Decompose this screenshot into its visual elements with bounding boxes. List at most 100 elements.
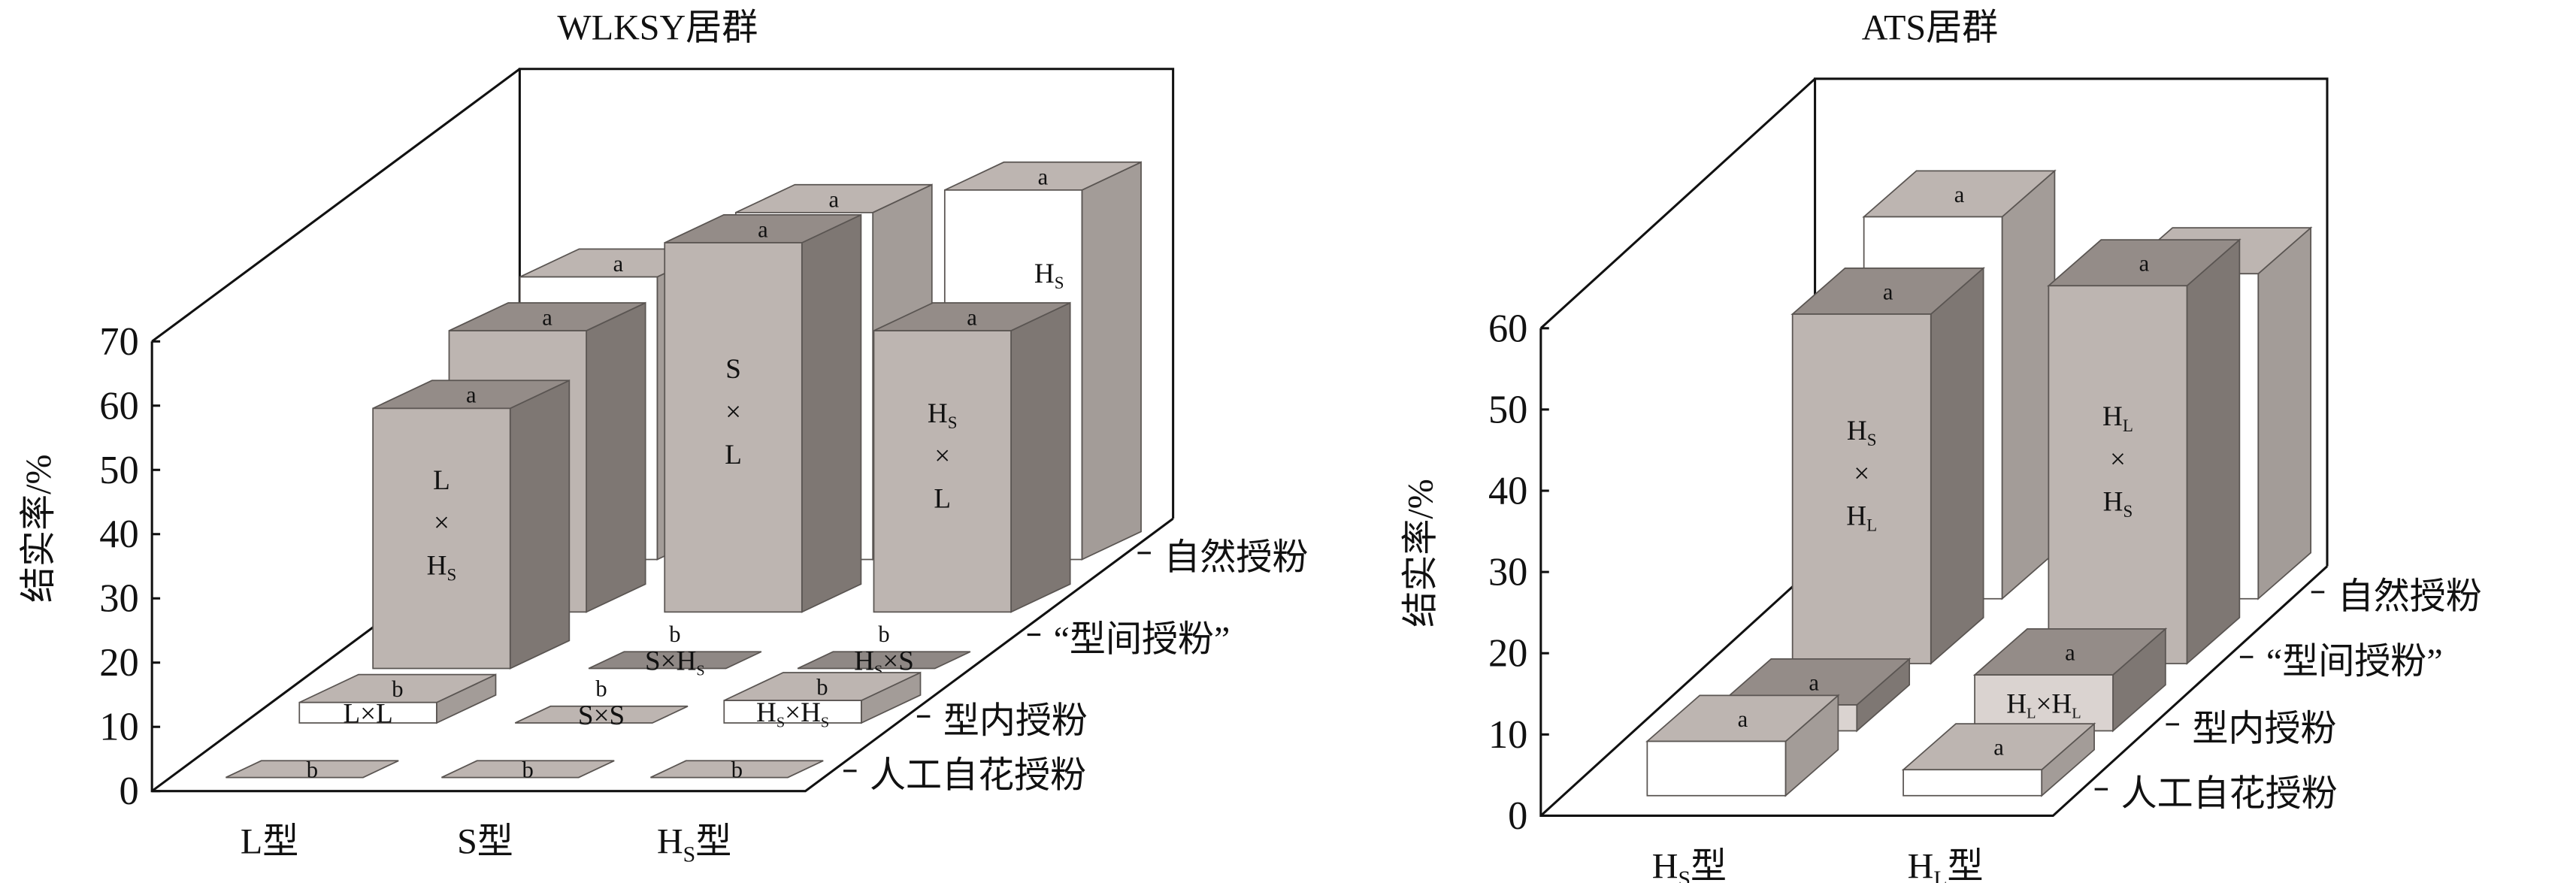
x-category-label: L型 [241, 822, 298, 862]
significance-letter: a [542, 304, 552, 330]
significance-letter: a [758, 216, 768, 242]
x-category-label: HS​型 [657, 822, 731, 867]
y-tick-label: 30 [99, 577, 138, 621]
x-category-label: HL​型 [1908, 846, 1984, 883]
significance-letter: a [1883, 279, 1893, 304]
bar-side-face [2186, 238, 2241, 665]
row-label: 型内授粉 [943, 701, 1088, 741]
bar-label-line: × [725, 397, 741, 428]
x-category-label: S型 [457, 822, 513, 862]
chart-wlksy: WLKSY居群010203040506070结实率/%L型S型HS​型人工自花授… [19, 8, 1309, 866]
significance-letter: b [522, 757, 534, 782]
bar: aHS​ × HL​ [1790, 266, 1985, 665]
bar-front-face [2048, 285, 2188, 664]
significance-letter: a [2065, 640, 2075, 665]
bar-flat-face [441, 760, 615, 779]
bar-side-face [1010, 301, 1071, 613]
chart-ats: ATS居群0102030405060结实率/%HS​型HL​型人工自花授粉型内授… [1401, 8, 2482, 883]
bar-side-face [2001, 169, 2056, 600]
significance-letter: b [731, 757, 743, 782]
side-wall-top-edge [151, 68, 521, 343]
bar-side-face [509, 379, 571, 670]
significance-letter: a [967, 304, 977, 330]
bar-label-line: HL​ [2102, 401, 2133, 435]
significance-letter: a [1954, 182, 1965, 207]
bar-label-line: HS​ [928, 398, 958, 432]
bar-side-face [1930, 266, 1984, 665]
significance-letter: b [392, 676, 403, 702]
bar-front-face [1974, 674, 2114, 732]
y-tick-label: 60 [99, 384, 138, 428]
bar: aHS​×L [873, 301, 1071, 613]
x-category-label: HS​型 [1652, 846, 1727, 883]
significance-letter: b [669, 621, 680, 647]
bar-front-face [723, 700, 862, 724]
bar: aL × HS​ [372, 379, 571, 670]
y-tick-label: 10 [99, 706, 138, 749]
row-label: 人工自花授粉 [870, 756, 1086, 796]
bar-front-face [298, 701, 437, 724]
bar: aHL​×HL​ [1972, 627, 2168, 733]
significance-letter: a [1809, 670, 1819, 695]
bar-label-line: × [434, 508, 450, 539]
bar-label: HL​×HL​ [2006, 688, 2081, 721]
bar-label-line: × [1854, 458, 1869, 489]
row-label: 型内授粉 [2192, 709, 2336, 749]
side-wall-top-edge [1539, 77, 1816, 329]
y-tick-label: 0 [119, 770, 138, 813]
bar-label: HS​ [1034, 259, 1064, 292]
significance-letter: a [2139, 251, 2150, 277]
bar-label-line: L [433, 465, 450, 496]
bar-flat-face [797, 651, 971, 670]
bar-label: HS​×S [854, 646, 914, 679]
bar: b [650, 757, 824, 782]
floor-left-edge [1539, 565, 1816, 817]
bar-label-line: S [725, 354, 741, 385]
bar: a [1901, 722, 2096, 797]
row-label: 人工自花授粉 [2121, 774, 2338, 814]
bar-label: S×HS​ [645, 646, 705, 679]
significance-letter: a [613, 251, 624, 277]
bar-flat-face [226, 760, 399, 779]
y-tick-label: 50 [1488, 388, 1527, 431]
y-tick-label: 10 [1488, 713, 1527, 757]
bar-front-face [873, 330, 1012, 613]
significance-letter: b [816, 674, 828, 700]
bar-side-face [586, 301, 646, 613]
bar-side-face [801, 213, 862, 613]
chart-title: WLKSY居群 [557, 8, 758, 47]
bar: bHS​×S [797, 621, 971, 679]
y-tick-label: 20 [99, 641, 138, 685]
floor-front-and-right-edge [150, 341, 1174, 793]
y-tick-label: 30 [1488, 551, 1527, 594]
bar-label-line: HS​ [1847, 416, 1877, 449]
y-tick-label: 70 [99, 320, 138, 364]
y-tick-label: 40 [1488, 469, 1527, 513]
bar-flat-face [650, 760, 824, 779]
y-tick-label: 0 [1508, 794, 1527, 838]
row-label: “型间授粉” [2266, 642, 2443, 682]
bar: bS×HS​ [588, 621, 762, 679]
significance-letter: a [466, 383, 477, 408]
row-label: 自然授粉 [2338, 577, 2482, 617]
bar-label-line: HS​ [427, 550, 457, 584]
bar-flat-face [514, 705, 689, 724]
bar-label-line: L [725, 440, 742, 470]
bar: aS × L [664, 213, 862, 613]
chart-title: ATS居群 [1862, 8, 1998, 47]
bar-label-line: HL​ [1846, 501, 1877, 535]
bar: b [441, 757, 615, 782]
bar-label-line: × [2110, 444, 2126, 475]
bar-front-face [1902, 769, 2043, 797]
significance-letter: b [307, 757, 318, 782]
row-label: 自然授粉 [1164, 538, 1308, 578]
bar-flat-face [588, 651, 762, 670]
bar: bS×S [514, 676, 689, 731]
bar-front-face [1791, 313, 1932, 664]
bar-front-face [664, 242, 803, 613]
bar: bHS​×HS​ [723, 671, 922, 730]
y-tick-label: 50 [99, 449, 138, 492]
bar: b [226, 757, 399, 782]
bar-front-face [1646, 740, 1787, 797]
